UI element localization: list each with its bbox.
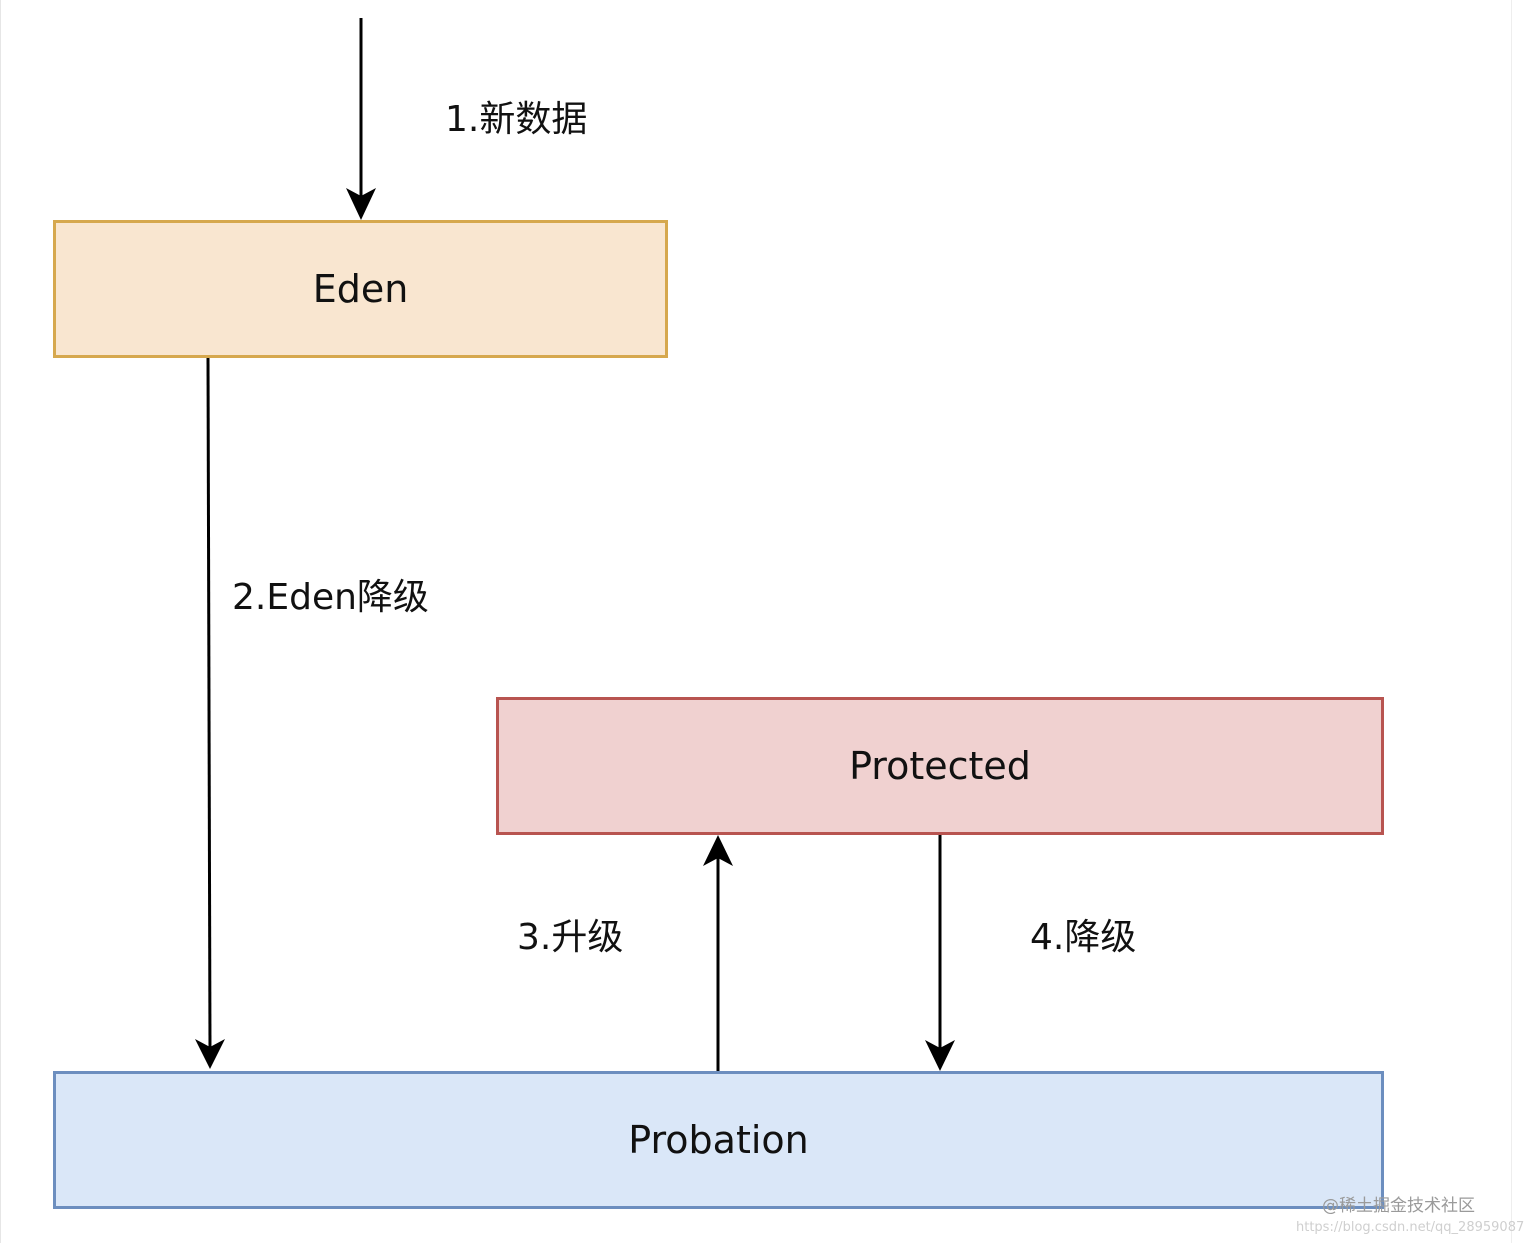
node-probation-label: Probation [628, 1118, 809, 1162]
node-eden: Eden [53, 220, 668, 358]
edge-promote-label: 3.升级 [517, 917, 624, 958]
right-border [1511, 0, 1512, 1243]
edge-demote-arrow [925, 835, 955, 1071]
node-probation: Probation [53, 1071, 1384, 1209]
node-protected-label: Protected [849, 744, 1031, 788]
edge-demote-label: 4.降级 [1030, 917, 1137, 958]
watermark-url: https://blog.csdn.net/qq_28959087 [1296, 1220, 1524, 1235]
node-eden-label: Eden [312, 267, 409, 311]
edge-eden-demote-label: 2.Eden降级 [232, 577, 429, 618]
edge-promote-arrow [703, 835, 733, 1071]
left-border [0, 0, 1, 1243]
edge-new-data-arrow [346, 18, 376, 220]
node-protected: Protected [496, 697, 1384, 835]
edge-new-data-label: 1.新数据 [445, 99, 588, 140]
edge-eden-demote-arrow [195, 357, 225, 1069]
watermark-text: @稀土掘金技术社区 [1322, 1196, 1475, 1216]
